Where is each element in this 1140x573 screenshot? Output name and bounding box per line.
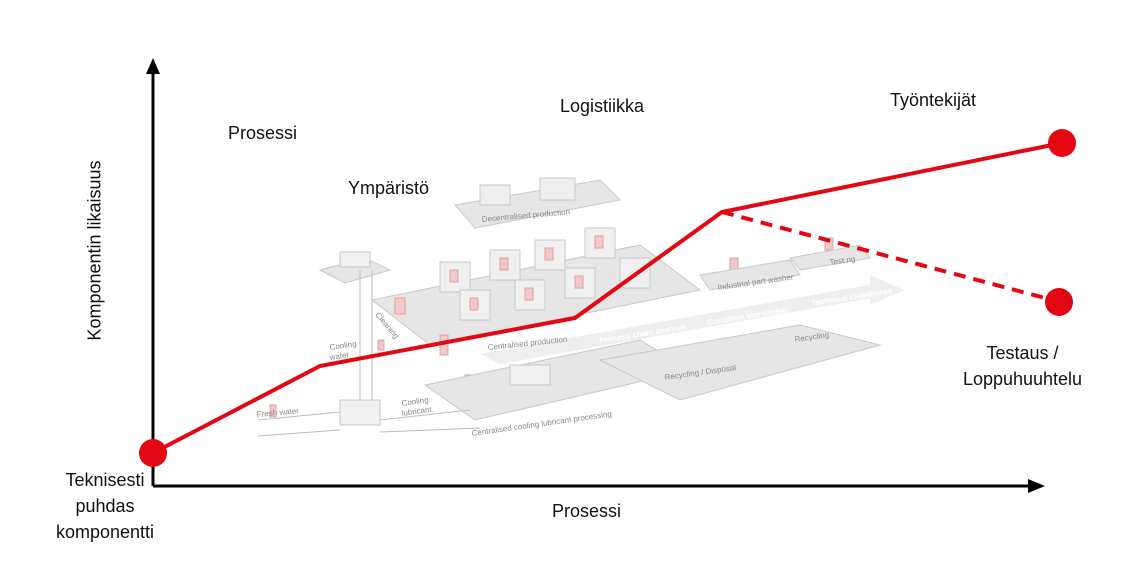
- label-cooling-lub-1: Cooling: [401, 395, 429, 408]
- label-logistics: Logistiikka: [560, 96, 645, 116]
- label-workers: Työntekijät: [890, 90, 977, 110]
- end-point-dot-low: [1045, 288, 1073, 316]
- label-clean-component: Teknisesti puhdas komponentti: [30, 467, 180, 545]
- y-axis-arrowhead: [146, 58, 160, 74]
- end-point-dot-high: [1048, 129, 1076, 157]
- x-axis-label: Prosessi: [552, 501, 622, 521]
- y-axis-label: Komponentin likaisuus: [84, 160, 105, 341]
- start-point-dot: [139, 439, 167, 467]
- label-fresh-water: Fresh water: [256, 406, 299, 419]
- label-cooling-water-1: Cooling: [329, 339, 357, 352]
- label-cooling-lub-2: lubricant: [401, 405, 433, 418]
- label-testing-line2: Loppuhuuhtelu: [962, 369, 1083, 389]
- label-start-line2: puhdas: [75, 496, 135, 516]
- label-testing-line1: Testaus /: [986, 343, 1059, 363]
- label-testing: Testaus / Loppuhuuhtelu: [950, 340, 1095, 392]
- label-test-rig: Test rig: [829, 254, 856, 267]
- recycling-platform: [598, 324, 882, 401]
- contamination-line-dashed: [721, 210, 1061, 304]
- label-cooling-water-2: water: [328, 350, 350, 362]
- contamination-line: [152, 141, 1063, 455]
- factory-illustration: [257, 177, 904, 437]
- label-start-line1: Teknisesti: [65, 470, 145, 490]
- label-start-line3: komponentti: [55, 522, 155, 542]
- process-arrow-band: [480, 283, 900, 364]
- label-environment: Ympäristö: [348, 178, 430, 198]
- label-process: Prosessi: [228, 123, 298, 143]
- x-axis-arrowhead: [1028, 479, 1045, 493]
